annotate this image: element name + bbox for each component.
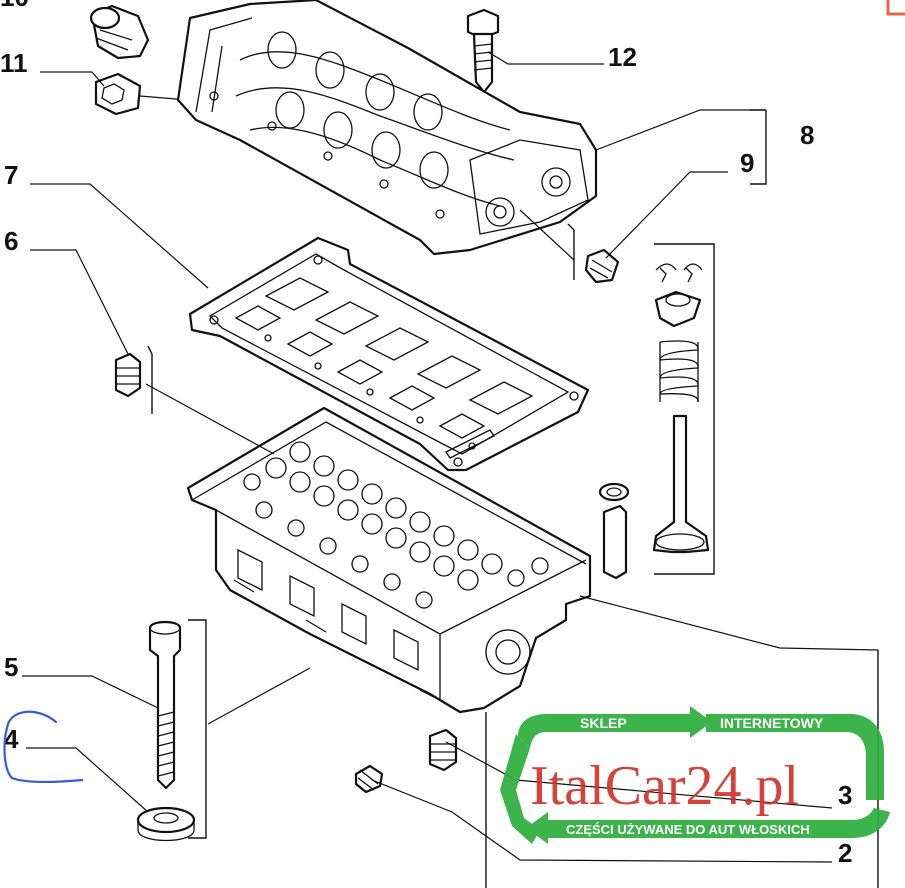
label-7: 7 (4, 160, 18, 190)
part-10-plug (89, 4, 150, 60)
corner-mark (886, 0, 905, 16)
part-8-camshaft-carrier (176, 0, 598, 256)
watermark-logo: SKLEP INTERNETOWY ItalCar24.pl CZĘŚCI UŻ… (500, 706, 890, 844)
label-8: 8 (800, 120, 814, 150)
label-11: 11 (0, 48, 28, 78)
logo-top-band (518, 706, 712, 748)
part-7-gasket (188, 236, 590, 472)
label-10: 10 (0, 0, 29, 12)
brackets (147, 109, 879, 888)
label-6: 6 (4, 226, 18, 256)
label-2: 2 (838, 838, 852, 868)
logo-left-arc (500, 734, 540, 844)
label-4: 4 (4, 724, 19, 754)
part-5-head-bolt (148, 620, 182, 790)
logo-top-right-text: INTERNETOWY (720, 715, 824, 731)
part-4-washer (136, 806, 196, 842)
part-2-dowel (354, 764, 384, 794)
logo-bottom-band (526, 808, 890, 844)
part-6-dowel (114, 352, 142, 398)
part-9-dowel (584, 248, 620, 284)
hand-drawn-annotation (3, 710, 84, 784)
cylinder-head (186, 406, 592, 714)
part-12-bolt (466, 8, 500, 94)
logo-top-left-text: SKLEP (580, 715, 627, 731)
label-3: 3 (838, 780, 852, 810)
callout-labels: 10 11 12 8 9 7 6 5 4 3 2 (0, 0, 852, 868)
logo-bottom-text: CZĘŚCI UŻYWANE DO AUT WŁOSKICH (566, 822, 810, 837)
label-12: 12 (608, 42, 637, 72)
label-9: 9 (740, 148, 754, 178)
label-5: 5 (4, 652, 18, 682)
logo-brand-text: ItalCar24.pl (530, 755, 799, 817)
logo-top-band-right (706, 714, 884, 800)
valve-assembly (598, 263, 710, 580)
part-3-dowel (428, 728, 458, 772)
